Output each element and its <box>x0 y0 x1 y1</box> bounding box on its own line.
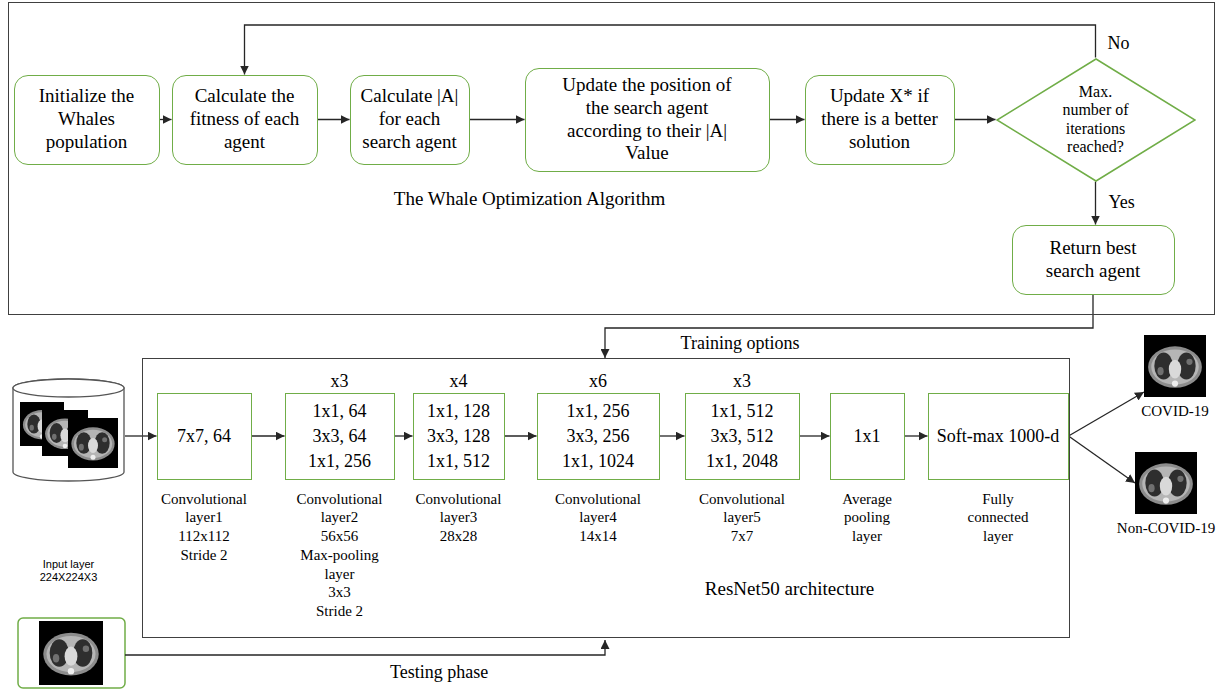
output-class: Non-COVID-19 <box>1113 452 1219 544</box>
layer-box: 1x1Average pooling layer <box>830 393 905 480</box>
layer-spec: 1x1, 512 <box>692 399 792 424</box>
arrow-connector <box>800 435 830 436</box>
layer-spec: 1x1 <box>837 424 897 449</box>
cylinder-body <box>13 379 124 481</box>
layer-spec: Soft-max 1000-d <box>935 424 1061 449</box>
process-box: Calculate |A| for each search agent <box>350 75 470 165</box>
testing-line <box>125 640 605 655</box>
decision-diamond: Max. number of iterations reached? <box>996 58 1196 182</box>
layer-spec: 3x3, 64 <box>292 424 387 449</box>
arrow-connector <box>1069 392 1145 436</box>
output-ct-image <box>1144 335 1206 397</box>
arrow-connector <box>160 119 172 120</box>
test-ct-image <box>39 621 103 685</box>
edge-label: Yes <box>1106 192 1138 213</box>
input-cylinder: Input layer 224X224X3 <box>12 378 125 482</box>
layer-spec: 1x1, 128 <box>420 399 497 424</box>
cylinder-top <box>13 379 124 397</box>
class-label: COVID-19 <box>1135 403 1215 420</box>
repeat-count: x3 <box>286 371 394 393</box>
frame-title: ResNet50 architecture <box>660 578 920 601</box>
frame-title: The Whale Optimization Algorithm <box>340 188 720 211</box>
layer-caption: 3x3 <box>290 583 390 602</box>
layer-spec: 7x7, 64 <box>164 424 244 449</box>
arrow-connector <box>318 119 350 120</box>
arrow-connector <box>605 295 1093 359</box>
test-image-frame <box>18 618 125 688</box>
arrow-connector <box>470 119 525 120</box>
layer-box: 7x7, 64Convolutional layer1112x112Stride… <box>157 393 252 480</box>
layer-caption: Fully connected layer <box>958 490 1038 546</box>
process-text: Update X* if there is a better solution <box>813 85 947 153</box>
layer-spec: 1x1, 512 <box>420 449 497 474</box>
group-frame: ResNet50 architecture7x7, 64Convolutiona… <box>142 358 1070 638</box>
repeat-count: x6 <box>538 371 659 393</box>
arrow-connector <box>770 119 805 120</box>
layer-spec: 1x1, 64 <box>292 399 387 424</box>
layer-spec: 1x1, 2048 <box>692 449 792 474</box>
arrow-connector <box>660 435 685 436</box>
output-ct-image <box>1135 452 1197 514</box>
layer-caption: Convolutional layer2 <box>290 490 390 528</box>
layer-box: x31x1, 643x3, 641x1, 256Convolutional la… <box>285 393 395 480</box>
phase-label: Testing phase <box>390 662 488 683</box>
diamond-shape <box>997 59 1195 181</box>
cylinder-outline <box>12 378 125 482</box>
layer-caption: Convolutional layer4 <box>548 490 648 528</box>
layer-caption: Max-pooling layer <box>290 546 390 584</box>
process-text: Calculate |A| for each search agent <box>357 85 463 153</box>
ct-image <box>1144 335 1206 397</box>
layer-caption: Stride 2 <box>149 546 259 565</box>
layer-spec: 1x1, 256 <box>292 449 387 474</box>
layer-caption: 112x112 <box>149 527 259 546</box>
arrow-connector <box>252 435 285 436</box>
layer-caption: 14x14 <box>548 527 648 546</box>
arrow-connector <box>505 435 537 436</box>
class-label: Non-COVID-19 <box>1113 520 1219 537</box>
process-text: Update the position of the search agent … <box>552 74 743 165</box>
arrow-connector <box>125 435 157 436</box>
repeat-count: x4 <box>414 371 504 393</box>
layer-caption: Convolutional layer5 <box>692 490 792 528</box>
layer-spec: 1x1, 256 <box>544 399 652 424</box>
output-class: COVID-19 <box>1135 335 1215 430</box>
layer-box: x41x1, 1283x3, 1281x1, 512Convolutional … <box>413 393 505 480</box>
layer-box: x61x1, 2563x3, 2561x1, 1024Convolutional… <box>537 393 660 480</box>
layer-spec: 3x3, 256 <box>544 424 652 449</box>
layer-caption: 7x7 <box>692 527 792 546</box>
edge-label: Training options <box>678 333 803 354</box>
process-text: Return best search agent <box>1028 237 1159 283</box>
process-box: Update X* if there is a better solution <box>805 75 955 165</box>
input-caption: Input layer 224X224X3 <box>34 558 104 584</box>
decision-text: Max. number of iterations reached? <box>1055 83 1137 157</box>
layer-box: Soft-max 1000-dFully connected layer <box>928 393 1069 480</box>
repeat-count: x3 <box>686 371 799 393</box>
ct-slice <box>68 418 118 468</box>
process-box: Return best search agent <box>1012 225 1175 295</box>
layer-caption: Average pooling layer <box>831 490 903 546</box>
process-box: Update the position of the search agent … <box>525 68 770 172</box>
layer-spec: 3x3, 128 <box>420 424 497 449</box>
ct-image <box>1135 452 1197 514</box>
layer-spec: 3x3, 512 <box>692 424 792 449</box>
arrow-connector <box>395 435 413 436</box>
arrow-connector <box>955 119 996 120</box>
layer-caption: Convolutional layer3 <box>409 490 509 528</box>
layer-caption: 28x28 <box>409 527 509 546</box>
process-text: Initialize the Whales population <box>22 85 152 153</box>
arrow-connector <box>1095 182 1096 225</box>
process-box: Initialize the Whales population <box>14 75 160 165</box>
arrow-connector <box>1069 436 1136 483</box>
layer-caption: Convolutional layer1 <box>149 490 259 528</box>
layer-caption: 56x56 <box>290 527 390 546</box>
layer-box: x31x1, 5123x3, 5121x1, 2048Convolutional… <box>685 393 800 480</box>
edge-label: No <box>1105 33 1133 54</box>
layer-caption: Stride 2 <box>290 602 390 621</box>
process-box: Calculate the fitness of each agent <box>172 75 318 165</box>
group-frame: The Whale Optimization Algorithm Initiali… <box>8 2 1215 315</box>
layer-spec: 1x1, 1024 <box>544 449 652 474</box>
arrow-connector <box>905 435 928 436</box>
process-text: Calculate the fitness of each agent <box>180 85 310 153</box>
